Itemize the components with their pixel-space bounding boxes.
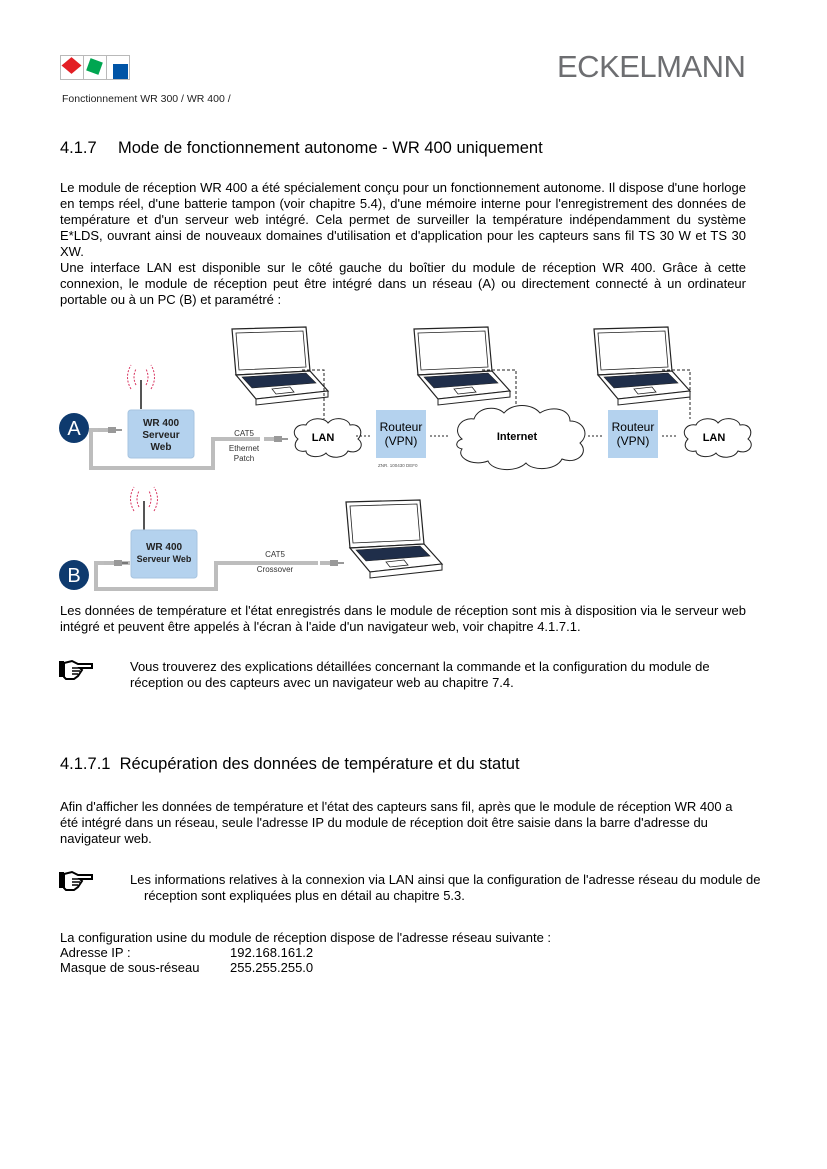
router-right: [608, 410, 658, 458]
device-b-line1: WR 400: [146, 542, 183, 553]
device-a-line1: WR 400: [143, 418, 180, 429]
badge-b-label: B: [67, 565, 80, 587]
note-chapter-5-3: Les informations relatives à la connexio…: [130, 872, 761, 903]
badge-a-label: A: [67, 418, 81, 440]
lan-left-label: LAN: [312, 432, 335, 444]
config-label-netmask: Masque de sous-réseau: [60, 960, 200, 975]
paragraph-intro: Le module de réception WR 400 a été spéc…: [60, 180, 746, 259]
laptop-icon: [593, 326, 691, 406]
wireless-signal-icon: [127, 364, 155, 390]
ethernet-cable-a: [89, 428, 260, 470]
section-heading: 4.1.7 Mode de fonctionnement autonome - W…: [60, 139, 543, 158]
cable-b-desc: Crossover: [257, 565, 294, 574]
laptop-icon: [413, 326, 511, 406]
logo-red-diamond: [61, 56, 84, 79]
laptop-icon: [231, 326, 329, 406]
cable-b-type: CAT5: [265, 550, 285, 559]
dashed-link: [302, 369, 325, 419]
wireless-signal-icon: [130, 486, 158, 512]
device-a-line3: Web: [151, 442, 172, 453]
logo-green-diamond: [84, 56, 107, 79]
dashed-link: [662, 369, 691, 419]
subsection-number: 4.1.7.1: [60, 755, 111, 773]
router-right-line1: Routeur: [612, 420, 655, 434]
paragraph-lan-interface: Une interface LAN est disponible sur le …: [60, 260, 746, 307]
paragraph-web-access: Les données de température et l'état enr…: [60, 603, 746, 634]
subsection-heading: 4.1.7.1 Récupération des données de temp…: [60, 755, 520, 774]
router-right-line2: (VPN): [617, 434, 650, 448]
wr400-device-b: [130, 529, 198, 579]
cable-a-desc-1: Ethernet: [229, 444, 260, 453]
section-title: Mode de fonctionnement autonome - WR 400…: [118, 139, 543, 157]
badge-b: [59, 560, 89, 590]
config-value-ip: 192.168.161.2: [230, 945, 314, 960]
config-row-netmask: Masque de sous-réseau 255.255.255.0: [60, 960, 313, 975]
router-left: [376, 410, 426, 458]
wr400-device-a: [127, 409, 195, 459]
config-value-netmask: 255.255.255.0: [230, 960, 314, 975]
network-diagram: A WR 400 Serveur Web CAT5 Ethernet Patch…: [59, 326, 752, 591]
row-b: B WR 400 Serveur Web CAT5 Crossover: [59, 486, 443, 591]
laptop-icon: [345, 499, 443, 579]
internet-label: Internet: [497, 431, 538, 443]
config-label-ip: Adresse IP :: [60, 945, 131, 960]
logo-blue-square: [107, 56, 129, 79]
paragraph-ip-access: Afin d'afficher les données de températu…: [60, 799, 733, 846]
dashed-link: [482, 369, 517, 405]
device-b-line2: Serveur Web: [137, 554, 192, 564]
cable-a-type: CAT5: [234, 429, 254, 438]
router-left-line1: Routeur: [380, 420, 423, 434]
pointing-hand-icon: [59, 870, 93, 891]
config-row-ip: Adresse IP : 192.168.161.2: [60, 945, 313, 960]
device-a-line2: Serveur: [142, 430, 179, 441]
config-intro: La configuration usine du module de réce…: [60, 930, 552, 945]
brand-name: ECKELMANN: [557, 49, 746, 84]
lan-right-label: LAN: [703, 432, 726, 444]
note-chapter-7-4: Vous trouverez des explications détaillé…: [130, 659, 710, 690]
document-subtitle: Fonctionnement WR 300 / WR 400 /: [62, 93, 231, 105]
row-a: A WR 400 Serveur Web CAT5 Ethernet Patch…: [59, 326, 752, 471]
crossover-cable-b: [94, 561, 318, 591]
drawing-number: ZNR. 100430 DEF0: [378, 463, 418, 468]
pointing-hand-icon: [59, 659, 93, 680]
company-logo: [60, 55, 130, 80]
subsection-title: Récupération des données de température …: [119, 755, 520, 773]
router-left-line2: (VPN): [385, 434, 418, 448]
badge-a: [59, 413, 89, 443]
section-number: 4.1.7: [60, 139, 97, 157]
cable-a-desc-2: Patch: [234, 454, 254, 463]
